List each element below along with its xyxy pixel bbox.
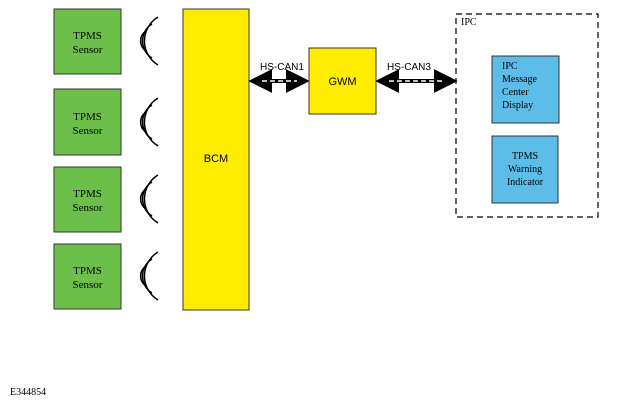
message-center-line3: Center bbox=[502, 87, 529, 98]
gwm-module: GWM bbox=[308, 47, 377, 115]
tpms-sensor-3-label-line1: TPMS bbox=[73, 188, 102, 200]
tpms-sensor-3-box bbox=[53, 166, 122, 233]
gwm-label: GWM bbox=[328, 76, 356, 88]
tpms-sensor-2-label-line1: TPMS bbox=[73, 111, 102, 123]
ipc-dashed-border bbox=[455, 13, 599, 218]
figure-id: E344854 bbox=[10, 387, 46, 398]
bcm-box bbox=[182, 8, 250, 311]
ipc-container: IPC IPC Message Center Display TPMS Warn… bbox=[455, 13, 599, 218]
tpms-sensor-2: TPMS Sensor bbox=[53, 88, 159, 156]
tpms-sensor-4-box bbox=[53, 243, 122, 310]
radio-wave-arcs-icon bbox=[139, 16, 159, 66]
radio-wave-arcs-icon bbox=[139, 97, 159, 147]
message-center-box bbox=[491, 55, 560, 124]
radio-wave-arcs-icon bbox=[139, 174, 159, 224]
hs-can1-label: HS-CAN1 bbox=[260, 62, 304, 73]
warning-indicator-box bbox=[491, 135, 559, 204]
message-center-line1: IPC bbox=[502, 61, 518, 72]
tpms-sensor-1-label-line1: TPMS bbox=[73, 30, 102, 42]
tpms-sensor-1: TPMS Sensor bbox=[53, 8, 159, 75]
ipc-message-center-display: IPC Message Center Display bbox=[491, 55, 560, 124]
tpms-sensor-4-label-line1: TPMS bbox=[73, 265, 102, 277]
hs-can1-link: HS-CAN1 bbox=[248, 62, 310, 93]
gwm-box bbox=[308, 47, 377, 115]
tpms-sensor-1-label-line2: Sensor bbox=[73, 44, 103, 56]
tpms-warning-indicator: TPMS Warning Indicator bbox=[491, 135, 559, 204]
warning-indicator-line3: Indicator bbox=[507, 177, 544, 188]
bcm-label: BCM bbox=[204, 153, 228, 165]
warning-indicator-line1: TPMS bbox=[512, 151, 538, 162]
tpms-sensor-4-label-line2: Sensor bbox=[73, 279, 103, 291]
tpms-sensor-3: TPMS Sensor bbox=[53, 166, 159, 233]
ipc-label: IPC bbox=[461, 17, 477, 28]
message-center-line2: Message bbox=[502, 74, 538, 85]
bcm-module: BCM bbox=[182, 8, 250, 311]
tpms-sensor-1-box bbox=[53, 8, 122, 75]
hs-can3-label: HS-CAN3 bbox=[387, 62, 431, 73]
warning-indicator-line2: Warning bbox=[508, 164, 542, 175]
tpms-sensor-3-label-line2: Sensor bbox=[73, 202, 103, 214]
hs-can3-link: HS-CAN3 bbox=[375, 62, 458, 93]
tpms-sensor-4: TPMS Sensor bbox=[53, 243, 159, 310]
tpms-sensor-2-box bbox=[53, 88, 122, 156]
message-center-line4: Display bbox=[502, 100, 533, 111]
tpms-sensor-2-label-line2: Sensor bbox=[73, 125, 103, 137]
radio-wave-arcs-icon bbox=[139, 251, 159, 301]
